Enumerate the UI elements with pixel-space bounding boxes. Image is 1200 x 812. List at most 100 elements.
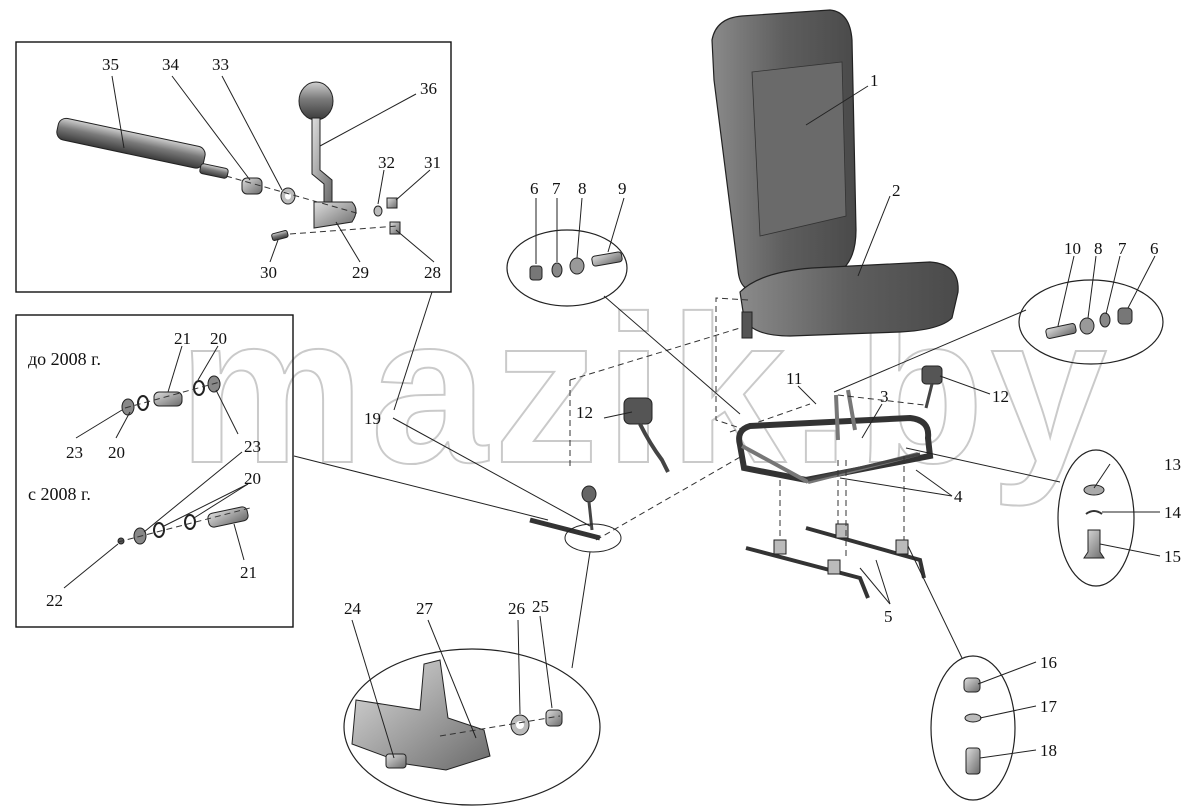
leader-16 xyxy=(977,661,1037,685)
leader-handle-inset xyxy=(393,291,433,411)
watermark-text: mazik.by xyxy=(178,272,1113,507)
leader-right-bolt-detail xyxy=(833,309,1027,393)
rail-block-a xyxy=(773,539,787,555)
handle-assembly-parts xyxy=(56,81,401,242)
leader-20c-b xyxy=(193,483,249,519)
callout-20-top: 20 xyxy=(210,329,227,348)
frame-3 xyxy=(736,414,934,484)
callout-20-mid: 20 xyxy=(108,443,125,462)
leader-31 xyxy=(395,169,431,201)
inset-pin-variants xyxy=(15,314,294,628)
leader-28 xyxy=(395,229,435,263)
callout-28: 28 xyxy=(424,263,441,282)
leader-fastener-13-detail xyxy=(905,447,1061,483)
washer-32 xyxy=(373,205,383,217)
callout-19: 19 xyxy=(364,409,381,428)
callout-10: 10 xyxy=(1064,239,1081,258)
lever-detail-circle xyxy=(564,523,622,553)
leader-26 xyxy=(517,619,521,715)
leader-left-bolt-detail xyxy=(603,295,741,415)
pin-parts xyxy=(117,375,251,545)
bolt-10 xyxy=(1045,323,1077,339)
callout-9: 9 xyxy=(618,179,627,198)
callout-3: 3 xyxy=(880,387,889,406)
callout-33: 33 xyxy=(212,55,229,74)
handle-knob-36 xyxy=(298,81,334,121)
leader-7b xyxy=(1105,255,1121,315)
leader-15 xyxy=(1099,543,1161,557)
bushing-34 xyxy=(241,177,263,195)
leader-29 xyxy=(335,221,361,263)
leader-21b xyxy=(233,523,245,561)
nut-31 xyxy=(386,197,398,209)
axis-line-handle xyxy=(225,175,361,215)
seat-backrest-panel xyxy=(751,61,847,237)
leader-34 xyxy=(171,75,251,181)
washer-13 xyxy=(1083,484,1105,496)
leader-33 xyxy=(221,75,283,191)
callout-8-left: 8 xyxy=(578,179,587,198)
callout-5: 5 xyxy=(884,607,893,626)
nut-6-left xyxy=(529,265,543,281)
leader-5a xyxy=(859,567,891,605)
callout-27: 27 xyxy=(416,599,434,618)
ring-20-old-b xyxy=(193,380,205,396)
ring-20-new-b xyxy=(184,514,196,530)
clip-14 xyxy=(1085,510,1103,515)
belt-stalk-12-right xyxy=(924,383,934,409)
leader-17 xyxy=(979,705,1037,719)
callout-31: 31 xyxy=(424,153,441,172)
screw-30 xyxy=(271,230,289,242)
seat-belts xyxy=(623,365,943,473)
callout-12-left: 12 xyxy=(576,403,593,422)
rail-block-b xyxy=(827,559,841,575)
bracket-29 xyxy=(313,201,357,229)
belt-buckle-12-right xyxy=(921,365,943,385)
callout-30: 30 xyxy=(260,263,277,282)
callout-2: 2 xyxy=(892,181,901,200)
leader-20c-a xyxy=(163,483,249,527)
washer-7-left xyxy=(551,262,563,278)
clip-28 xyxy=(389,221,401,235)
washer-17 xyxy=(964,713,982,723)
ring-20-old-a xyxy=(137,395,149,411)
callout-12-right: 12 xyxy=(992,387,1009,406)
callout-8-right: 8 xyxy=(1094,239,1103,258)
rail-5-back xyxy=(805,526,926,579)
seat-assembly xyxy=(711,9,959,339)
lever-knob-19 xyxy=(581,485,597,503)
leader-2 xyxy=(857,195,891,277)
leader-11 xyxy=(797,385,817,405)
belt-strap-12-left xyxy=(638,423,670,473)
leader-27 xyxy=(427,619,477,739)
frame-4-bar xyxy=(807,452,921,482)
axis-line-pivot xyxy=(439,715,561,737)
dash-lever xyxy=(595,455,743,541)
floor-rails xyxy=(745,523,926,599)
callout-14: 14 xyxy=(1164,503,1182,522)
inset-handle-assembly xyxy=(15,41,452,293)
detail-ellipse-6-9 xyxy=(506,229,628,307)
leader-25 xyxy=(539,615,553,709)
rail-block-c xyxy=(835,523,849,539)
washer-7-right xyxy=(1099,312,1111,328)
callout-20-bottom: 20 xyxy=(244,469,261,488)
seat-frame xyxy=(736,389,934,484)
detail-fastener-16-18 xyxy=(930,655,1016,801)
washer-8-right xyxy=(1079,317,1095,335)
callout-23-left: 23 xyxy=(66,443,83,462)
callout-34: 34 xyxy=(162,55,180,74)
belt-retractor-12-left xyxy=(623,397,653,425)
washer-26-hole xyxy=(516,721,524,729)
leader-pivot-detail xyxy=(571,551,591,669)
nut-6-right xyxy=(1117,307,1133,325)
detail-fastener-13-15 xyxy=(1057,449,1135,587)
rail-block-d xyxy=(895,539,909,555)
detail-bolt-left xyxy=(506,229,628,307)
leader-fastener-16-detail xyxy=(907,545,963,659)
leader-6b xyxy=(1127,255,1156,309)
callout-6-left: 6 xyxy=(530,179,539,198)
leader-8a xyxy=(576,197,583,259)
handle-lever-36 xyxy=(311,117,333,203)
